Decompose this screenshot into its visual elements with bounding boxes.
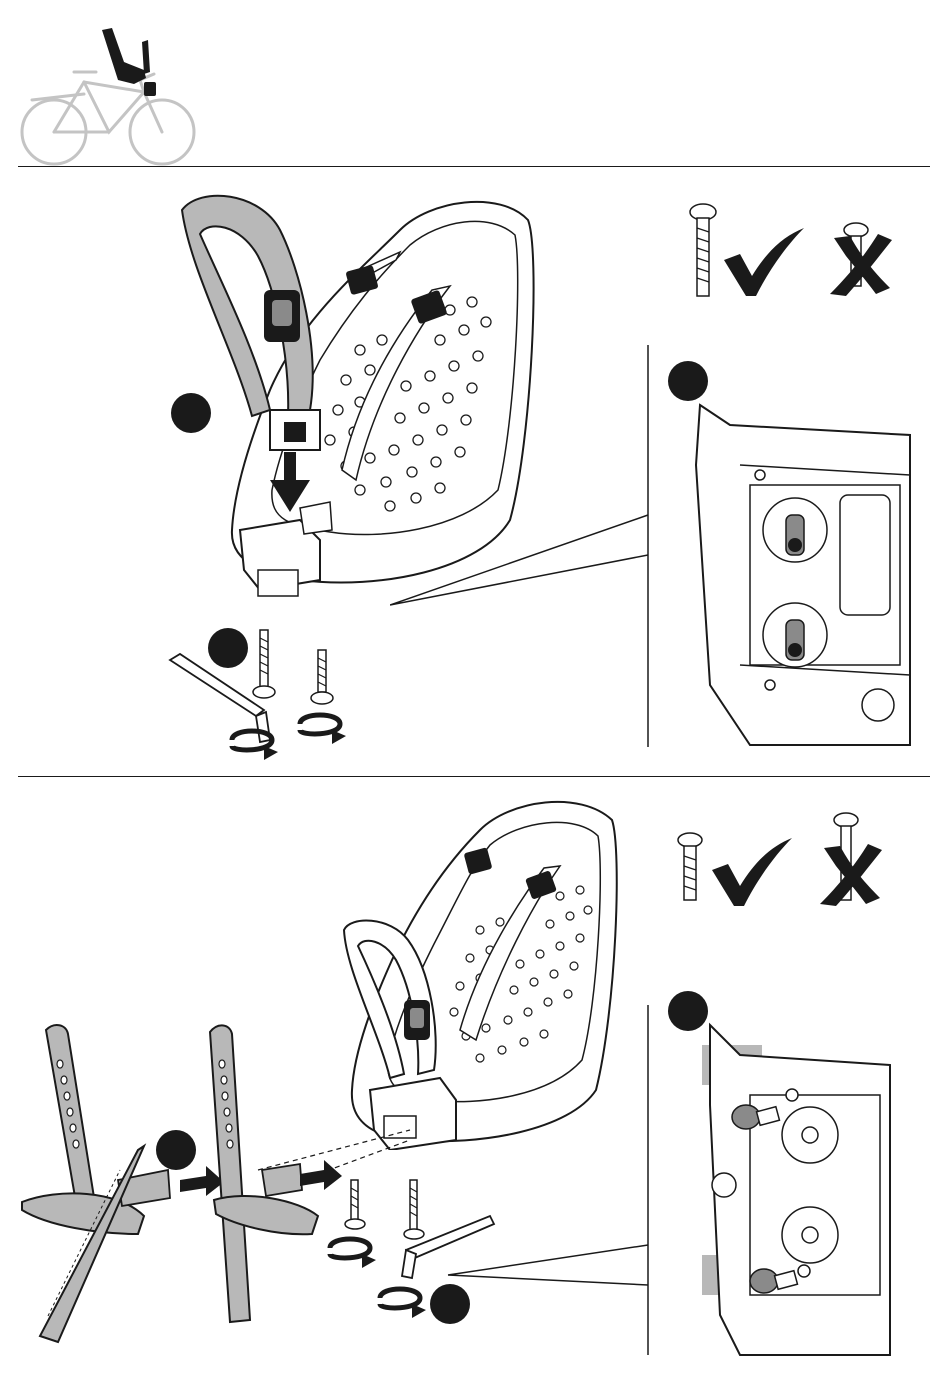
header-bike-icon <box>14 22 204 167</box>
section-divider-middle <box>18 776 930 777</box>
section-1-tools <box>160 620 360 765</box>
section-1-detail <box>390 345 920 765</box>
section-2-screw-check <box>670 810 890 910</box>
step-marker <box>170 392 212 434</box>
section-2-detail <box>440 985 910 1360</box>
section-2-footrests <box>18 1020 508 1360</box>
section-1-screw-check <box>680 198 900 303</box>
section-divider-top <box>18 166 930 167</box>
